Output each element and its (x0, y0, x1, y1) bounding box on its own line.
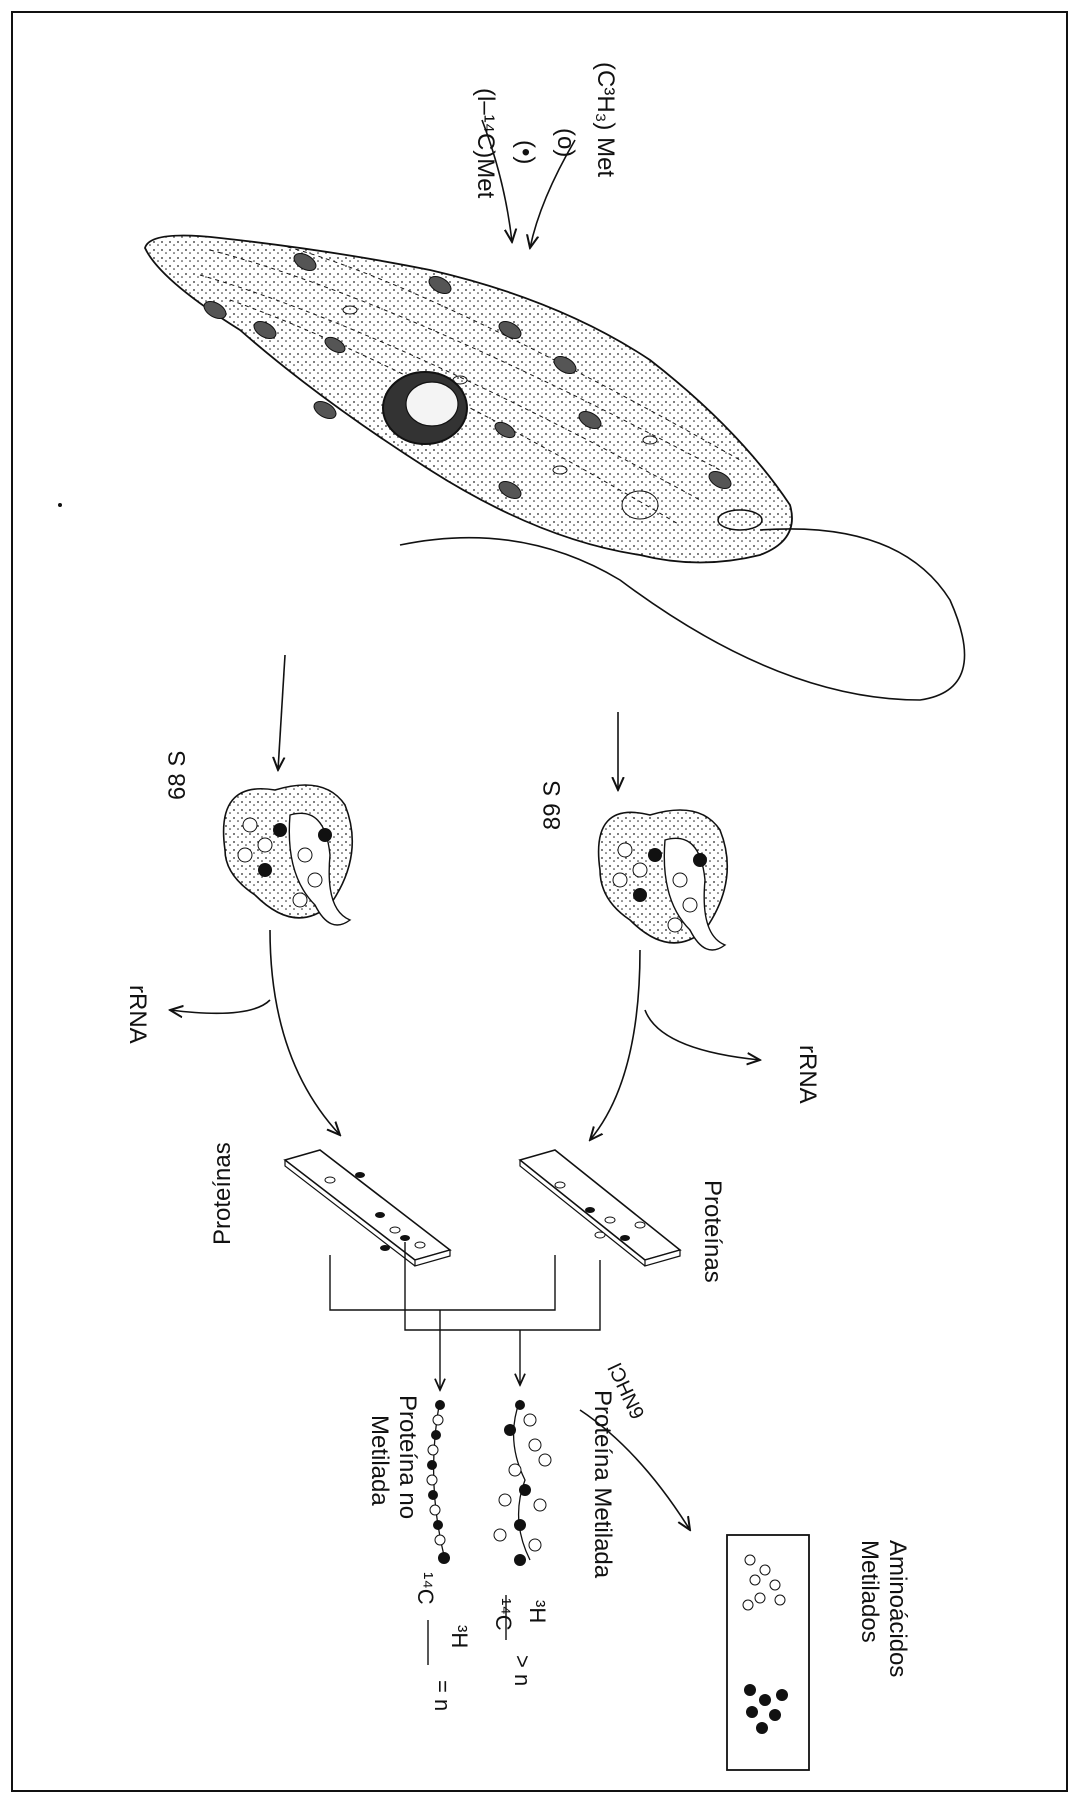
tracer-tritium-symbol: (o) (552, 128, 579, 157)
arrow-upper-to-rrna (645, 1010, 760, 1060)
ratio-unmethylated-den: ¹⁴C (413, 1572, 438, 1605)
unmethylated-protein-label-1: Proteína no (394, 1395, 421, 1519)
stray-dot (58, 503, 62, 507)
tracer-carbon-label: (l–¹⁴C)Met (472, 88, 499, 199)
unmethylated-protein-chain (427, 1400, 450, 1564)
methylated-protein-chain (494, 1400, 551, 1566)
euglena-cell (145, 236, 965, 700)
arrow-lower-to-rrna (170, 1000, 270, 1013)
amino-acids-label-2: Metilados (856, 1540, 883, 1643)
ratio-unmethylated: ³H ¹⁴C = n (413, 1572, 472, 1711)
arrow-to-ribosome-lower (278, 655, 285, 770)
arrow-upper-to-proteins (590, 950, 640, 1140)
connector-lines (330, 1242, 600, 1390)
ratio-methylated-den: ¹⁴C (491, 1598, 516, 1631)
gel-plate-lower (285, 1150, 450, 1266)
rrna-upper-label: rRNA (794, 1045, 821, 1104)
proteins-lower-label: Proteínas (209, 1142, 236, 1245)
ribosome-lower-label: 68 S (164, 751, 191, 800)
rrna-lower-label: rRNA (124, 985, 151, 1044)
ratio-unmethylated-rel: = n (430, 1680, 455, 1711)
ratio-methylated-rel: > n (510, 1655, 535, 1686)
tracer-carbon-symbol: (•) (512, 140, 539, 164)
ratio-methylated: ³H ¹⁴C > n (491, 1595, 550, 1686)
ratio-unmethylated-num: ³H (447, 1625, 472, 1648)
arrow-lower-to-proteins (270, 930, 340, 1135)
ratio-methylated-num: ³H (525, 1600, 550, 1623)
ribosome-upper (599, 810, 728, 950)
amino-acids-label-1: Aminoácidos (884, 1540, 911, 1677)
ribosome-lower (224, 785, 353, 925)
proteins-upper-label: Proteínas (699, 1180, 726, 1283)
gel-plate-upper (520, 1150, 680, 1266)
tracer-tritium-label: (C³H₃) Met (592, 62, 619, 177)
unmethylated-protein-label-2: Metilada (366, 1415, 393, 1506)
ribosome-upper-label: 89 S (539, 781, 566, 830)
